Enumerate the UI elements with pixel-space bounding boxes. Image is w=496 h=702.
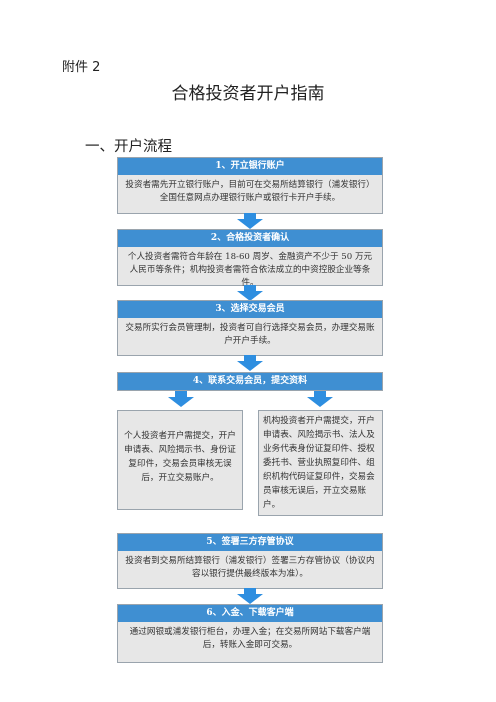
step-6-header: 6、入金、下载客户端 (118, 605, 382, 622)
step-3-header: 3、选择交易会员 (118, 301, 382, 318)
step-4-header: 4、联系交易会员，提交资料 (118, 373, 382, 390)
arrow-down-icon (307, 391, 333, 407)
step-2-body: 个人投资者需符合年龄在 18-60 周岁、金融资产不少于 50 万元人民币等条件… (118, 247, 382, 288)
step-2-box: 2、合格投资者确认 个人投资者需符合年龄在 18-60 周岁、金融资产不少于 5… (117, 229, 383, 288)
step-1-body: 投资者需先开立银行账户，目前可在交易所结算银行（浦发银行）全国任意网点办理银行账… (118, 175, 382, 213)
institution-requirements-box: 机构投资者开户需提交，开户申请表、风险揭示书、法人及业务代表身份证复印件、授权委… (258, 410, 383, 516)
arrow-down-icon (168, 391, 194, 407)
arrow-down-icon (237, 355, 263, 371)
individual-requirements-box: 个人投资者开户需提交，开户申请表、风险揭示书、身份证复印件，交易会员审核无误后，… (117, 410, 243, 510)
step-4-box: 4、联系交易会员，提交资料 (117, 372, 383, 391)
arrow-down-icon (237, 588, 263, 604)
step-1-box: 1、开立银行账户 投资者需先开立银行账户，目前可在交易所结算银行（浦发银行）全国… (117, 157, 383, 214)
annex-label: 附件 2 (62, 60, 101, 75)
step-2-header: 2、合格投资者确认 (118, 230, 382, 247)
step-3-body: 交易所实行会员管理制，投资者可自行选择交易会员，办理交易账户开户手续。 (118, 318, 382, 355)
step-5-box: 5、签署三方存管协议 投资者到交易所结算银行（浦发银行）签署三方存管协议（协议内… (117, 533, 383, 589)
document-title: 合格投资者开户指南 (171, 84, 325, 104)
step-6-body: 通过网银或浦发银行柜台，办理入金；在交易所网站下载客户端后，转账入金即可交易。 (118, 622, 382, 662)
arrow-down-icon (237, 213, 263, 229)
step-3-box: 3、选择交易会员 交易所实行会员管理制，投资者可自行选择交易会员，办理交易账户开… (117, 300, 383, 356)
arrow-down-icon (237, 285, 263, 301)
step-1-header: 1、开立银行账户 (118, 158, 382, 175)
step-5-body: 投资者到交易所结算银行（浦发银行）签署三方存管协议（协议内容以银行提供最终版本为… (118, 551, 382, 588)
step-6-box: 6、入金、下载客户端 通过网银或浦发银行柜台，办理入金；在交易所网站下载客户端后… (117, 604, 383, 663)
step-5-header: 5、签署三方存管协议 (118, 534, 382, 551)
section-heading: 一、开户流程 (85, 139, 172, 155)
